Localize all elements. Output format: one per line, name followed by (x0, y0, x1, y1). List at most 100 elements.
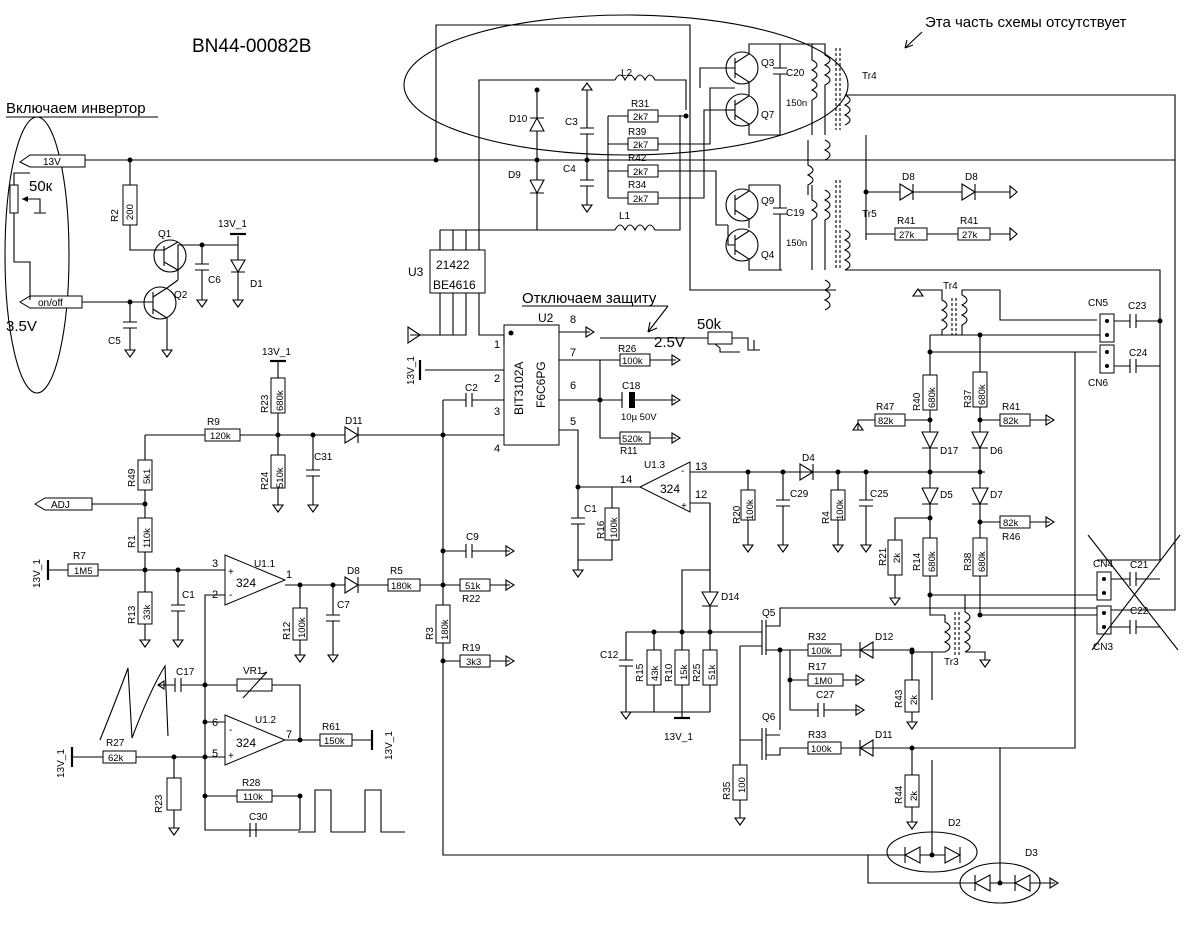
svg-text:+: + (228, 567, 234, 578)
resistor-r25 (702, 649, 718, 686)
capacitor-c9 (443, 544, 516, 558)
d12-label: D12 (875, 632, 894, 643)
r61-ref: R61 (322, 722, 341, 733)
resistor-r61 (319, 733, 353, 747)
resistor-r27 (102, 750, 137, 764)
c2-label: C2 (465, 383, 478, 394)
r20-val: 100k (745, 499, 756, 520)
capacitor-c17 (158, 678, 301, 740)
r12-ref: R12 (282, 621, 293, 640)
r21-ref: R21 (878, 547, 889, 566)
resistor-r20 (740, 489, 756, 521)
diode-d1 (230, 245, 246, 300)
supply-13v1-r27: 13V_1 (56, 749, 67, 778)
d14-label: D14 (721, 592, 740, 603)
transistor-q9: Q6 (761, 712, 808, 760)
supply-13v1-r23: 13V_1 (262, 347, 291, 358)
supply-13v1-r7: 13V_1 (32, 559, 43, 588)
ic-u2 (503, 324, 560, 446)
u1-1-pin3: 3 (212, 558, 218, 570)
pot-50k-right (707, 331, 733, 345)
resistor-r1 (137, 517, 153, 553)
r21-val: 2k (892, 553, 903, 563)
r15-ref: R15 (635, 663, 646, 682)
r46-val: 82k (1003, 518, 1019, 529)
connector-cn5: CN5 (1088, 298, 1115, 343)
u1-1-ref: U1.1 (254, 559, 276, 570)
r41b-val: 27k (962, 230, 978, 241)
vr1-ref: VR1 (243, 666, 263, 677)
d8-mid-label: D8 (347, 566, 360, 577)
resistor-r13 (137, 591, 153, 625)
r37-ref: R37 (963, 389, 974, 408)
q1-label: Q1 (158, 229, 172, 240)
u1-2-pin5: 5 (212, 748, 218, 760)
u1-3-pin12: 12 (695, 489, 707, 501)
resistor-r21 (887, 539, 903, 576)
diode-d8-mid (344, 576, 360, 594)
supply-13v1-d1: 13V_1 (218, 219, 247, 230)
u2-pin6: 6 (570, 380, 576, 392)
capacitor-c30 (205, 823, 300, 837)
d3-label: D3 (1025, 848, 1038, 859)
r41c-val: 82k (1003, 416, 1019, 427)
capacitor-c7 (326, 585, 340, 655)
connector-onoff-label: on/off (38, 298, 63, 309)
c1a-label: C1 (182, 590, 195, 601)
diode-d4 (783, 463, 830, 481)
r19-val: 3k3 (466, 657, 481, 668)
capacitor-c25 (859, 472, 873, 545)
u3-line1: 21422 (436, 258, 470, 272)
label-pot-50k-right: 50k (697, 316, 722, 333)
tr4-top-label: Tr4 (862, 71, 877, 82)
c27-label: C27 (816, 690, 835, 701)
cn6-label: CN6 (1088, 378, 1108, 389)
cn5-label: CN5 (1088, 298, 1108, 309)
r40-ref: R40 (912, 392, 923, 411)
u1-2-pin6: 6 (212, 717, 218, 729)
u1-2-part: 324 (236, 736, 256, 750)
capacitor-c6 (195, 245, 209, 300)
r27-val: 62k (108, 753, 124, 764)
resistor-r7 (67, 563, 99, 577)
connector-cn6: CN6 (1088, 344, 1115, 389)
r23b-ref: R23 (154, 794, 165, 813)
resistor-r3 (435, 604, 451, 644)
u1-2-pin7: 7 (286, 729, 292, 741)
r3-val: 180k (440, 619, 451, 640)
d6-label: D6 (990, 446, 1003, 457)
r38-ref: R38 (963, 552, 974, 571)
q6-label: Q7 (761, 110, 775, 121)
resistor-r28 (236, 789, 273, 803)
r31-ref: R31 (631, 99, 650, 110)
u2-pin2: 2 (494, 373, 500, 385)
c24-label: C24 (1129, 348, 1148, 359)
u2-pin8: 8 (570, 314, 576, 326)
u2-line2: F6C6PG (534, 361, 548, 408)
resistor-r41-b: R41 27k (957, 216, 991, 241)
transformer-tr5: Tr5 (810, 180, 877, 271)
r5-val: 180k (391, 581, 412, 592)
u3-line2: BE4616 (433, 278, 476, 292)
transistor-q6: Q7 (725, 93, 782, 136)
transistor-q3: Q5 (752, 607, 1097, 730)
c19-ref: C19 (786, 208, 805, 219)
d11-top-label: D11 (345, 416, 363, 427)
q5-label: Q4 (761, 250, 775, 261)
transformer-tr3: Tr3 (943, 611, 986, 668)
l1-label: L1 (619, 211, 631, 222)
capacitor-c5 (123, 302, 137, 350)
pot-50k-left (9, 184, 19, 214)
r10-val: 15k (679, 664, 690, 680)
r33-ref: R33 (808, 730, 827, 741)
r34-ref: R34 (628, 180, 647, 191)
c6-label: C6 (208, 275, 221, 286)
r25-ref: R25 (692, 663, 703, 682)
r41b-ref: R41 (960, 216, 979, 227)
u2-pin7: 7 (570, 347, 576, 359)
r42-ref: R42 (628, 153, 647, 164)
supply-13v1-r10: 13V_1 (664, 732, 693, 743)
tr4-bottom-label: Tr4 (943, 281, 958, 292)
c7-label: C7 (337, 600, 350, 611)
c17-label: C17 (176, 667, 195, 678)
